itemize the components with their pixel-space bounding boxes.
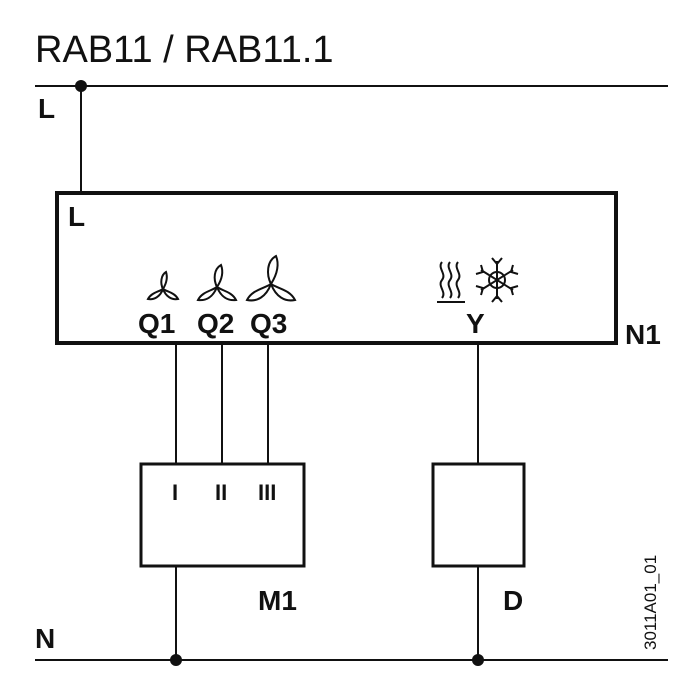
heating-icon <box>437 261 465 303</box>
output-label-q2: Q2 <box>197 308 234 339</box>
cooling-snowflake-icon <box>475 257 519 303</box>
reference-number: 3011A01_01 <box>641 555 660 650</box>
live-line-label: L <box>38 93 55 124</box>
output-label-q3: Q3 <box>250 308 287 339</box>
output-label-y: Y <box>466 308 485 339</box>
neutral-line-label: N <box>35 623 55 654</box>
fan-high-icon <box>245 254 297 302</box>
valve-actuator-box <box>431 462 526 568</box>
neutral-junction-dot-actuator <box>472 654 484 666</box>
motor-terminal-ii: II <box>215 480 227 505</box>
controller-box <box>55 191 618 345</box>
output-label-q1: Q1 <box>138 308 175 339</box>
fan-medium-icon <box>196 263 238 302</box>
fan-motor-designation: M1 <box>258 585 297 616</box>
fan-low-icon <box>146 270 180 301</box>
fan-motor-box <box>139 462 306 568</box>
motor-terminal-iii: III <box>258 480 276 505</box>
valve-actuator-designation: D <box>503 585 523 616</box>
neutral-junction-dot-motor <box>170 654 182 666</box>
diagram-title: RAB11 / RAB11.1 <box>35 29 334 71</box>
controller-designation: N1 <box>625 319 661 350</box>
controller-supply-terminal: L <box>68 201 85 232</box>
motor-terminal-i: I <box>172 480 178 505</box>
